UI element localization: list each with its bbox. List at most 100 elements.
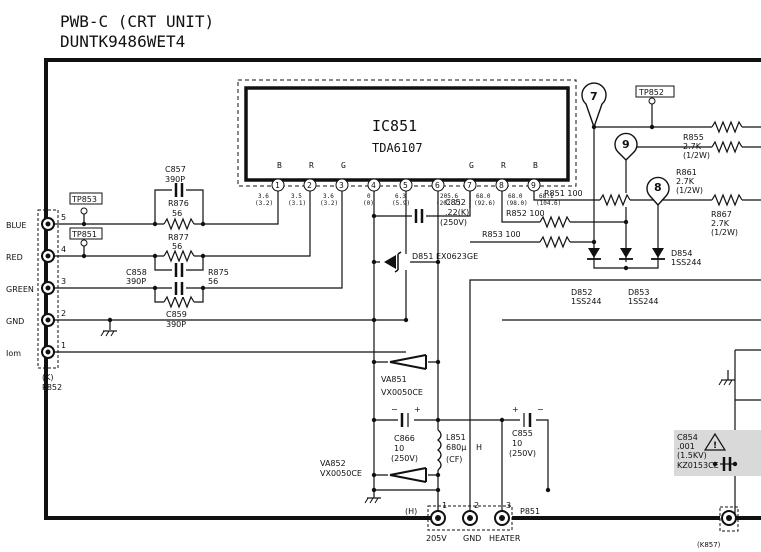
pin-voltage: 68.1	[539, 193, 554, 200]
pin-label: HEATER	[489, 534, 521, 543]
ic-pins: 1 2 3 4 5 6 7 8 9	[271, 178, 541, 192]
pin-voltage-alt: (5.9)	[392, 200, 410, 207]
value-c859: 390P	[166, 320, 186, 329]
value-c857: 390P	[165, 175, 185, 184]
label-c858: C858	[126, 268, 147, 277]
value-d852: 1SS244	[571, 297, 602, 306]
pin-voltage-alt: (104.6)	[536, 200, 561, 207]
ic-body	[244, 86, 570, 182]
pin-voltage: 68.0	[476, 193, 491, 200]
label-c866: C866	[394, 434, 415, 443]
part-c854: KZ0153CE	[677, 461, 719, 470]
connector-k857: (K857)	[697, 506, 739, 549]
pin-voltage: 6.3	[395, 193, 406, 200]
pin-number: 9	[531, 181, 536, 190]
signal-label: Iom	[6, 349, 21, 358]
pin-voltage-alt: (3.2)	[320, 200, 338, 207]
tp852-label: TP852	[638, 88, 664, 97]
label-c852: C852	[445, 198, 466, 207]
pin-voltage: 3.6	[258, 193, 269, 200]
ic-pin-label: G	[469, 161, 474, 170]
pin-number: 5	[61, 213, 66, 222]
value-r867: 2.7K	[711, 219, 730, 228]
label-r861: R861	[676, 168, 697, 177]
label-d852: D852	[571, 288, 592, 297]
pin-voltage-alt: (98.0)	[506, 200, 528, 207]
pin-voltages: 3.6(3.2) 3.5(3.1) 3.6(3.2) 0(0) 6.3(5.9)…	[255, 193, 561, 207]
markers: 7 9 8	[581, 82, 670, 207]
pin-number: 3	[506, 501, 511, 510]
label-l851: L851	[446, 433, 466, 442]
label-r853: R853 100	[482, 230, 521, 239]
value-c858: 390P	[126, 277, 146, 286]
rating-r861: (1/2W)	[676, 186, 703, 195]
input-components	[81, 182, 409, 337]
value-c855: 10	[512, 439, 522, 448]
pin-number: 2	[61, 309, 66, 318]
connector-name: P852	[42, 383, 62, 392]
svg-text:−: −	[537, 405, 544, 414]
pin-label: 205V	[426, 534, 447, 543]
pin-voltage: 68.0	[508, 193, 523, 200]
connector-p851: (H) P851 1 2 3 205V GND HEATER	[405, 501, 540, 543]
value-r876: 56	[172, 209, 182, 218]
label-c854: C854	[677, 433, 698, 442]
value-r877: 56	[172, 242, 182, 251]
pin-voltage-alt: (0)	[363, 200, 374, 207]
tp851-label: TP851	[71, 230, 97, 239]
marker-7: 7	[590, 90, 598, 103]
ic-pin-label: R	[501, 161, 506, 170]
ic-pin-label: G	[341, 161, 346, 170]
pin-number: 8	[499, 181, 504, 190]
c854-safety-box: C854 .001 (1.5KV) KZ0153CE !	[674, 430, 761, 476]
marker-9: 9	[622, 138, 630, 151]
connector-ref: (K)	[42, 373, 54, 382]
signal-label: GREEN	[6, 285, 34, 294]
value-c866: 10	[394, 444, 404, 453]
signal-label: RED	[6, 253, 23, 262]
value-r875: 56	[208, 277, 218, 286]
pin-number: 2	[307, 181, 312, 190]
warning-icon	[703, 432, 727, 451]
input-wires	[54, 189, 407, 353]
marker-8: 8	[654, 181, 662, 194]
value-c854: .001	[677, 442, 695, 451]
pin-number: 2	[474, 501, 479, 510]
signal-label: BLUE	[6, 221, 26, 230]
central-labels: C852 .22(K) (250V) R851 100 R852 100 R85…	[320, 133, 738, 478]
value-va851: VX0050CE	[381, 388, 423, 397]
pin-number: 3	[61, 277, 66, 286]
svg-text:+: +	[512, 405, 519, 414]
board-part-number: DUNTK9486WET4	[60, 32, 185, 51]
value-va852: VX0050CE	[320, 469, 362, 478]
pin-voltage-alt: (3.2)	[255, 200, 273, 207]
label-c855: C855	[512, 429, 533, 438]
pin-voltage: 205.6	[440, 193, 458, 200]
rating-r855: (1/2W)	[683, 151, 710, 160]
label-d853: D853	[628, 288, 649, 297]
pin-number: 7	[467, 181, 472, 190]
connector-p852: BLUE RED GREEN GND Iom 5 4 3 2 1 (K) P85…	[6, 209, 66, 392]
connector-ref: (H)	[405, 507, 417, 516]
rating-r867: (1/2W)	[711, 228, 738, 237]
value-r855: 2.7K	[683, 142, 702, 151]
board-title: PWB-C (CRT UNIT)	[60, 12, 214, 31]
rating-c866: (250V)	[391, 454, 418, 463]
label-va852: VA852	[320, 459, 346, 468]
ic-part: TDA6107	[372, 141, 423, 155]
pin-number: 3	[339, 181, 344, 190]
svg-text:+: +	[414, 405, 421, 414]
rating-c854: (1.5KV)	[677, 451, 707, 460]
label-r851: R851 100	[544, 189, 583, 198]
pin-number: 1	[275, 181, 280, 190]
label-r876: R876	[168, 199, 189, 208]
connector-name: P851	[520, 507, 540, 516]
label-va851: VA851	[381, 375, 407, 384]
pin-number: 1	[442, 501, 447, 510]
ic-pin-label: B	[533, 161, 538, 170]
tp853-label: TP853	[71, 195, 97, 204]
label-r877: R877	[168, 233, 189, 242]
label-d851: D851 EX0623GE	[412, 252, 478, 261]
input-labels: C857 390P R876 56 R877 56 C858 390P R875…	[126, 165, 229, 329]
value-d854: 1SS244	[671, 258, 702, 267]
